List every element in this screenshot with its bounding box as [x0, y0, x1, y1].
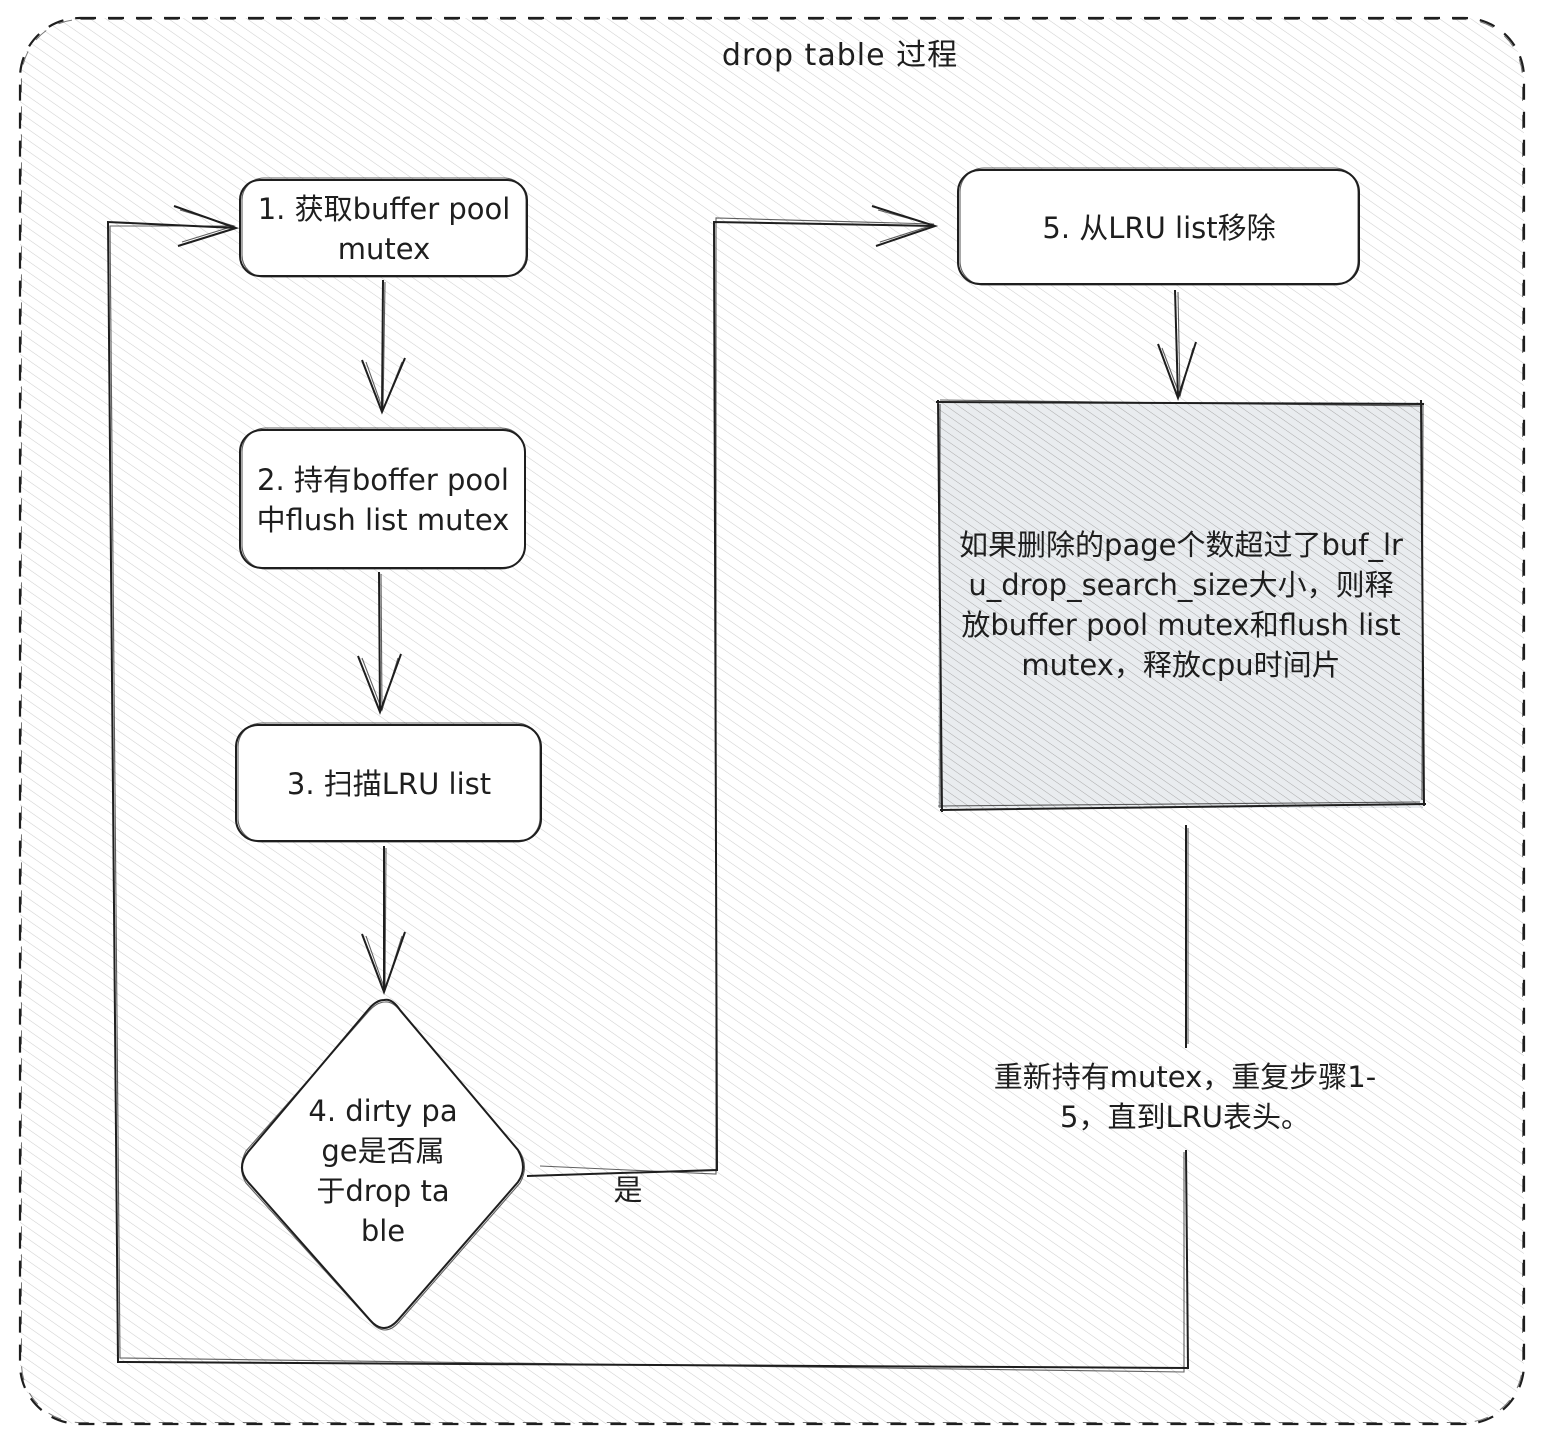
edge-step3-step4 [361, 846, 406, 995]
step5-box [957, 167, 1360, 286]
note-box [935, 399, 1427, 813]
step1-label: 1. 获取buffer pool mutex [257, 192, 511, 266]
edge-step2-step3 [357, 571, 402, 715]
step1-box [239, 177, 528, 278]
edge-label-loop: 重新持有mutex，重复步骤1-5，直到LRU表头。 [993, 1060, 1377, 1134]
edge-label-yes: 是 [613, 1173, 643, 1207]
edge-step4-step5 [526, 205, 939, 1177]
edge-step5-note [1157, 289, 1197, 402]
step3-box [235, 722, 542, 843]
edge-step1-step2 [361, 279, 406, 415]
diagram-title: drop table 过程 [721, 38, 959, 73]
edge-note-step1 [106, 205, 1190, 1373]
step2-label: 2. 持有boffer pool中flush list mutex [256, 463, 510, 537]
note-label: 如果删除的page个数超过了buf_lru_drop_search_size大小… [959, 528, 1403, 682]
step3-label: 3. 扫描LRU list [286, 767, 492, 801]
step4-label: 4. dirty page是否属于drop table [308, 1094, 458, 1248]
step4-diamond [240, 998, 526, 1331]
step5-label: 5. 从LRU list移除 [1042, 211, 1276, 245]
step2-box [239, 427, 526, 570]
